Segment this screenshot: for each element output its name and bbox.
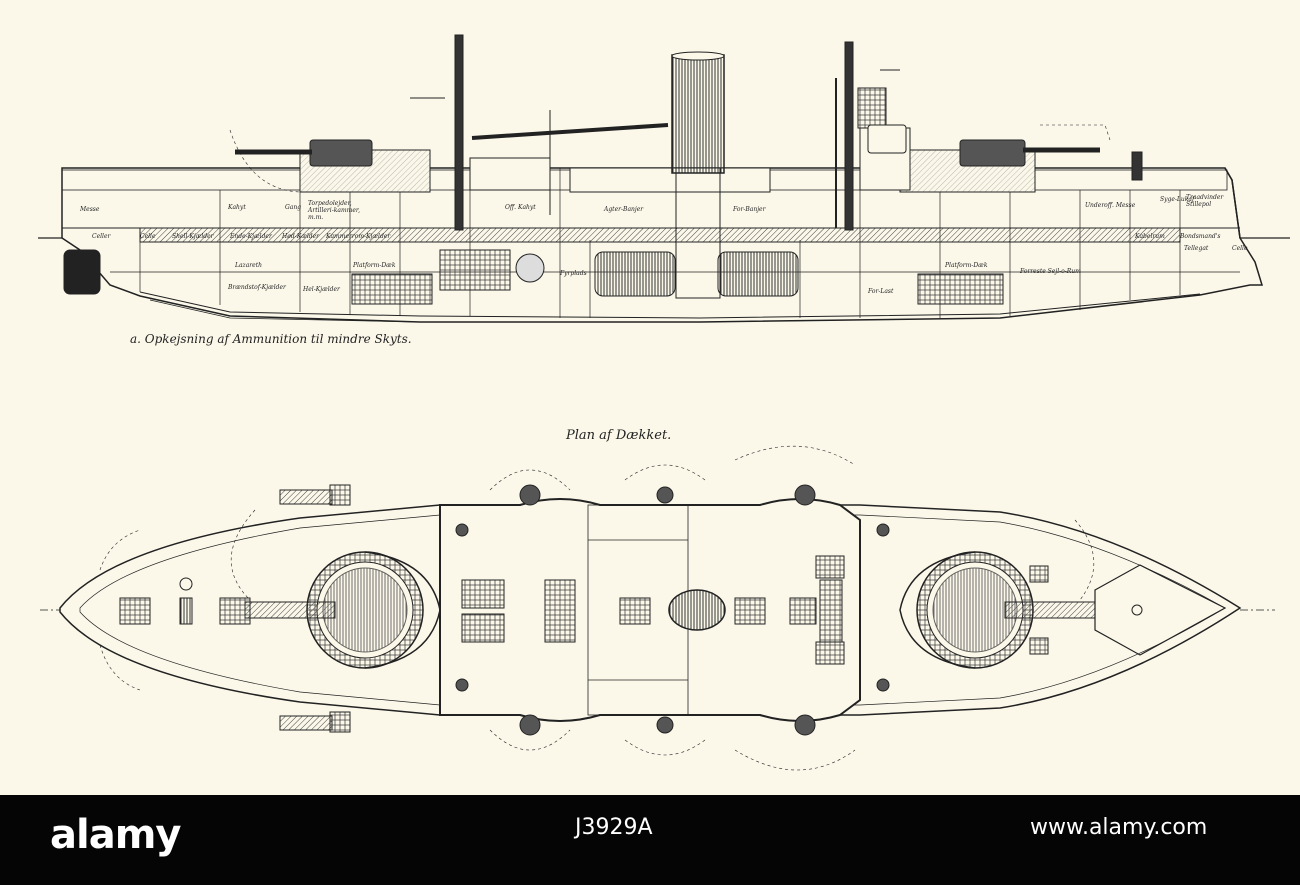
room-label: Hød-Kælder: [282, 233, 320, 240]
room-label: Celler: [92, 233, 111, 240]
room-label: Ende-Kjælder: [230, 233, 272, 240]
alamy-logo: alamy: [50, 812, 181, 858]
room-label: Off. Kahyt: [505, 204, 536, 211]
room-label: Messe: [80, 206, 100, 213]
site-url: www.alamy.com: [1030, 815, 1208, 840]
room-label: Lazareth: [235, 262, 262, 269]
room-label: Traadvinder Stillepol: [1186, 194, 1224, 208]
room-label: Forreste Sejl-o-Rum: [1020, 268, 1081, 275]
room-label: Hel-Kjælder: [303, 286, 340, 293]
side-elevation: [38, 34, 1290, 323]
room-label: Celle: [1232, 245, 1248, 252]
room-label: Agter-Banjer: [604, 206, 644, 213]
room-label: Shell-Kjælder: [172, 233, 214, 240]
watermark-footer: [0, 795, 1300, 885]
room-label: Torpedolejder, Artilleri-kammer, m.m.: [308, 200, 360, 221]
image-id: J3929A: [575, 815, 653, 840]
ship-drawing: [38, 34, 1290, 771]
room-label: Fyrplads: [560, 270, 587, 277]
room-label: Kabelrum: [1135, 233, 1165, 240]
room-label: Platform-Dæk: [353, 262, 396, 269]
deck-plan: [40, 445, 1275, 771]
room-label: Syge-Lukaf: [1160, 196, 1195, 203]
room-label: Celle: [140, 233, 156, 240]
room-label: For-Last: [868, 288, 894, 295]
room-label: Kahyt: [228, 204, 246, 211]
room-label: Bondsmand's: [1180, 233, 1221, 240]
engraving-plate: a. Opkejsning af Ammunition til mindre S…: [38, 34, 1290, 771]
room-label: For-Banjer: [733, 206, 766, 213]
room-label: Platform-Dæk: [945, 262, 988, 269]
plan-title: Plan af Dækket.: [566, 428, 672, 443]
room-label: Gang: [285, 204, 302, 211]
caption-ammunition-hoist: a. Opkejsning af Ammunition til mindre S…: [130, 332, 412, 346]
room-label: Kammerrom-Kjælder: [326, 233, 391, 240]
room-label: Brændstof-Kjælder: [228, 284, 286, 291]
room-label: Underoff. Messe: [1085, 202, 1136, 209]
room-label: Tellegat: [1184, 245, 1209, 252]
